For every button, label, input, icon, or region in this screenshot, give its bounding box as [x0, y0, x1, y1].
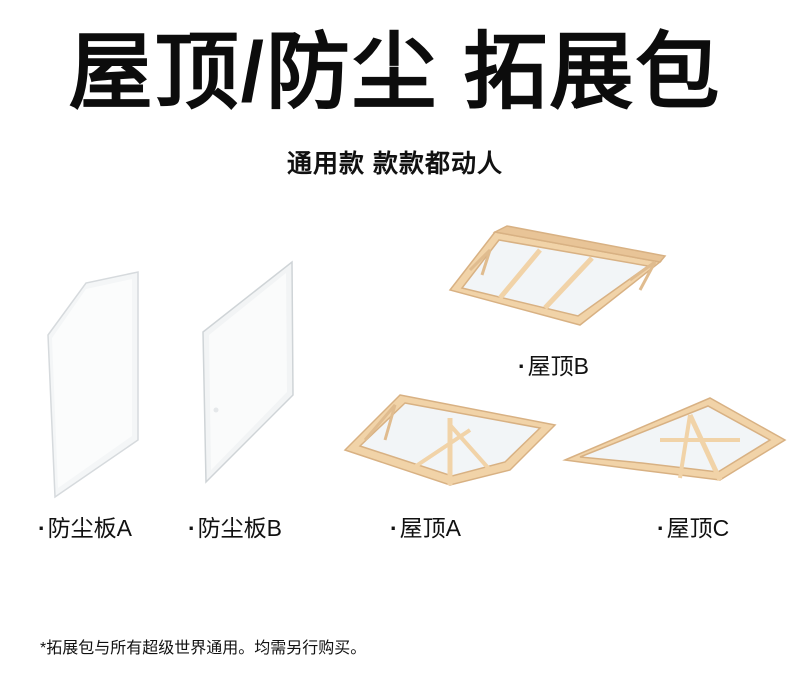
page-subtitle: 通用款 款款都动人: [287, 150, 503, 178]
roof-a-image: [343, 394, 557, 486]
label-text: 屋顶C: [666, 515, 730, 541]
roof-c-image: [562, 397, 787, 482]
bullet: ·: [38, 515, 46, 541]
bullet: ·: [518, 353, 526, 379]
product-label-dust-panel-a: ·防尘板A: [38, 514, 132, 542]
product-label-roof-c: ·屋顶C: [657, 514, 729, 542]
dust-panel-a-image: [47, 271, 139, 499]
label-text: 屋顶A: [399, 515, 462, 541]
bullet: ·: [390, 515, 398, 541]
product-label-roof-a: ·屋顶A: [390, 514, 461, 542]
product-label-roof-b: ·屋顶B: [518, 352, 589, 380]
label-text: 防尘板B: [197, 515, 283, 541]
product-label-dust-panel-b: ·防尘板B: [188, 514, 282, 542]
label-text: 防尘板A: [47, 515, 133, 541]
roof-b-image: [448, 225, 667, 326]
label-text: 屋顶B: [527, 353, 590, 379]
bullet: ·: [657, 515, 665, 541]
page-title: 屋顶/防尘 拓展包: [68, 25, 722, 119]
bullet: ·: [188, 515, 196, 541]
footer-note: *拓展包与所有超级世界通用。均需另行购买。: [40, 640, 367, 657]
dust-panel-b-image: [202, 260, 294, 484]
